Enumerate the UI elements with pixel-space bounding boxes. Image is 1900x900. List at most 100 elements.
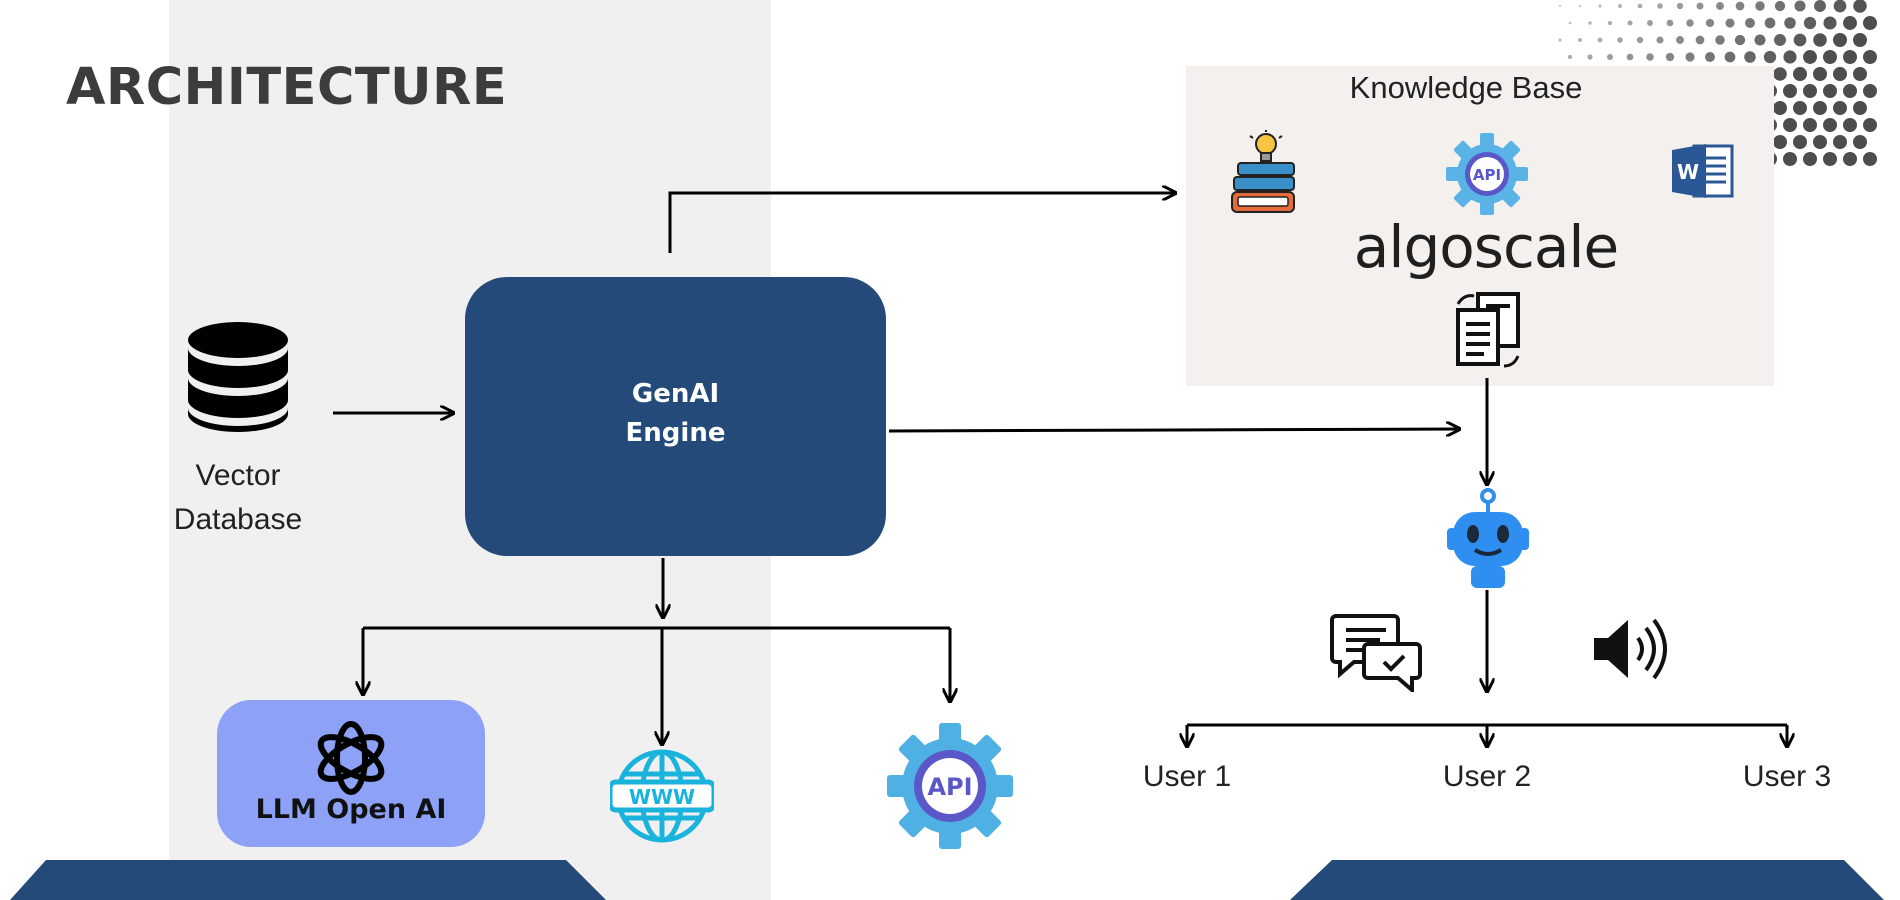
vector-database-label: Vector Database [150, 454, 326, 542]
halftone-dot [1793, 67, 1807, 81]
halftone-dot [1783, 50, 1797, 64]
halftone-dot [1735, 1, 1745, 11]
vector-database-line1: Vector [195, 459, 281, 492]
api-icon-text: API [927, 773, 972, 801]
halftone-dot [1774, 34, 1786, 46]
halftone-dot [1587, 54, 1593, 60]
www-icon-text: WWW [629, 785, 695, 809]
halftone-dot [1863, 152, 1877, 166]
halftone-dot [1823, 16, 1837, 30]
halftone-dot [1764, 17, 1776, 29]
halftone-dot [1568, 21, 1572, 25]
halftone-dot [1823, 152, 1837, 166]
genai-engine-line1: GenAI [631, 379, 720, 409]
halftone-dot [1705, 52, 1715, 62]
halftone-dot [1863, 118, 1877, 132]
halftone-dot [1627, 20, 1633, 26]
speaker-icon [1594, 618, 1667, 680]
halftone-dot [1745, 18, 1755, 28]
bottom-bands [10, 860, 1884, 900]
halftone-dot [1794, 0, 1806, 12]
user-3-label: User 3 [1742, 760, 1832, 793]
halftone-dot [1803, 152, 1817, 166]
halftone-dot [1676, 36, 1684, 44]
bottom-band-left [10, 860, 606, 900]
halftone-dot [1863, 50, 1877, 64]
vector-database-line2: Database [173, 503, 303, 536]
halftone-dot [1626, 53, 1634, 61]
openai-logo-icon [317, 721, 385, 795]
halftone-dot [1636, 36, 1644, 44]
halftone-dot [1813, 101, 1827, 115]
halftone-dot [1588, 21, 1592, 25]
halftone-dot [1725, 18, 1735, 28]
halftone-dot [1617, 37, 1623, 43]
halftone-dot [1803, 84, 1817, 98]
halftone-dot [1763, 50, 1777, 64]
halftone-dot [1676, 2, 1684, 10]
halftone-dot [1597, 37, 1603, 43]
halftone-dot [1803, 16, 1817, 30]
halftone-dot [1637, 3, 1643, 9]
halftone-dot [1607, 54, 1613, 60]
halftone-dot [1783, 152, 1797, 166]
halftone-dot [1647, 20, 1653, 26]
halftone-dot [1863, 84, 1877, 98]
database-icon [188, 322, 288, 432]
halftone-dot [1665, 52, 1675, 62]
user-2-label: User 2 [1442, 760, 1532, 793]
halftone-dot [1833, 67, 1847, 81]
document-sync-icon [1456, 292, 1520, 368]
halftone-dot [1843, 118, 1857, 132]
halftone-dot [1784, 17, 1796, 29]
halftone-dot [1774, 0, 1786, 12]
halftone-dot [1734, 34, 1746, 46]
books-idea-icon [1231, 130, 1295, 213]
bottom-band-right [1290, 860, 1884, 900]
halftone-dot [1853, 67, 1867, 81]
halftone-dot [1558, 38, 1562, 42]
halftone-dot [1607, 20, 1613, 26]
halftone-dot [1744, 51, 1756, 63]
halftone-dot [1853, 101, 1867, 115]
halftone-dot [1863, 16, 1877, 30]
kb-api-icon-text: API [1473, 166, 1501, 184]
halftone-dot [1685, 52, 1695, 62]
halftone-dot [1705, 18, 1715, 28]
halftone-dot [1833, 33, 1847, 47]
halftone-dot [1686, 19, 1694, 27]
www-globe-icon: WWW [610, 749, 714, 843]
halftone-dot [1598, 4, 1602, 8]
halftone-dot [1657, 3, 1663, 9]
halftone-dot [1783, 84, 1797, 98]
robot-icon [1447, 488, 1529, 588]
knowledge-base-title: Knowledge Base [1349, 70, 1583, 105]
halftone-dot [1803, 50, 1817, 64]
halftone-dot [1716, 2, 1724, 10]
halftone-dot [1843, 84, 1857, 98]
genai-engine-box [465, 277, 886, 556]
halftone-dot [1783, 118, 1797, 132]
halftone-dot [1843, 16, 1857, 30]
halftone-dot [1833, 135, 1847, 149]
llm-openai-label: LLM Open AI [255, 794, 447, 825]
genai-engine-line2: Engine [625, 418, 726, 448]
halftone-dot [1696, 2, 1704, 10]
halftone-dot [1773, 67, 1787, 81]
word-icon-text: W [1677, 160, 1699, 184]
halftone-dot [1803, 118, 1817, 132]
page-title: ARCHITECTURE [66, 58, 508, 117]
halftone-dot [1813, 135, 1827, 149]
halftone-dot [1695, 35, 1705, 45]
halftone-dot [1618, 4, 1622, 8]
word-document-icon: W [1672, 144, 1734, 198]
halftone-dot [1853, 33, 1867, 47]
arrow-engine-to-bot [888, 429, 1458, 431]
halftone-dot [1793, 101, 1807, 115]
halftone-dot [1823, 50, 1837, 64]
halftone-dot [1813, 33, 1827, 47]
halftone-dot [1773, 135, 1787, 149]
halftone-dot [1853, 135, 1867, 149]
halftone-dot [1754, 34, 1766, 46]
